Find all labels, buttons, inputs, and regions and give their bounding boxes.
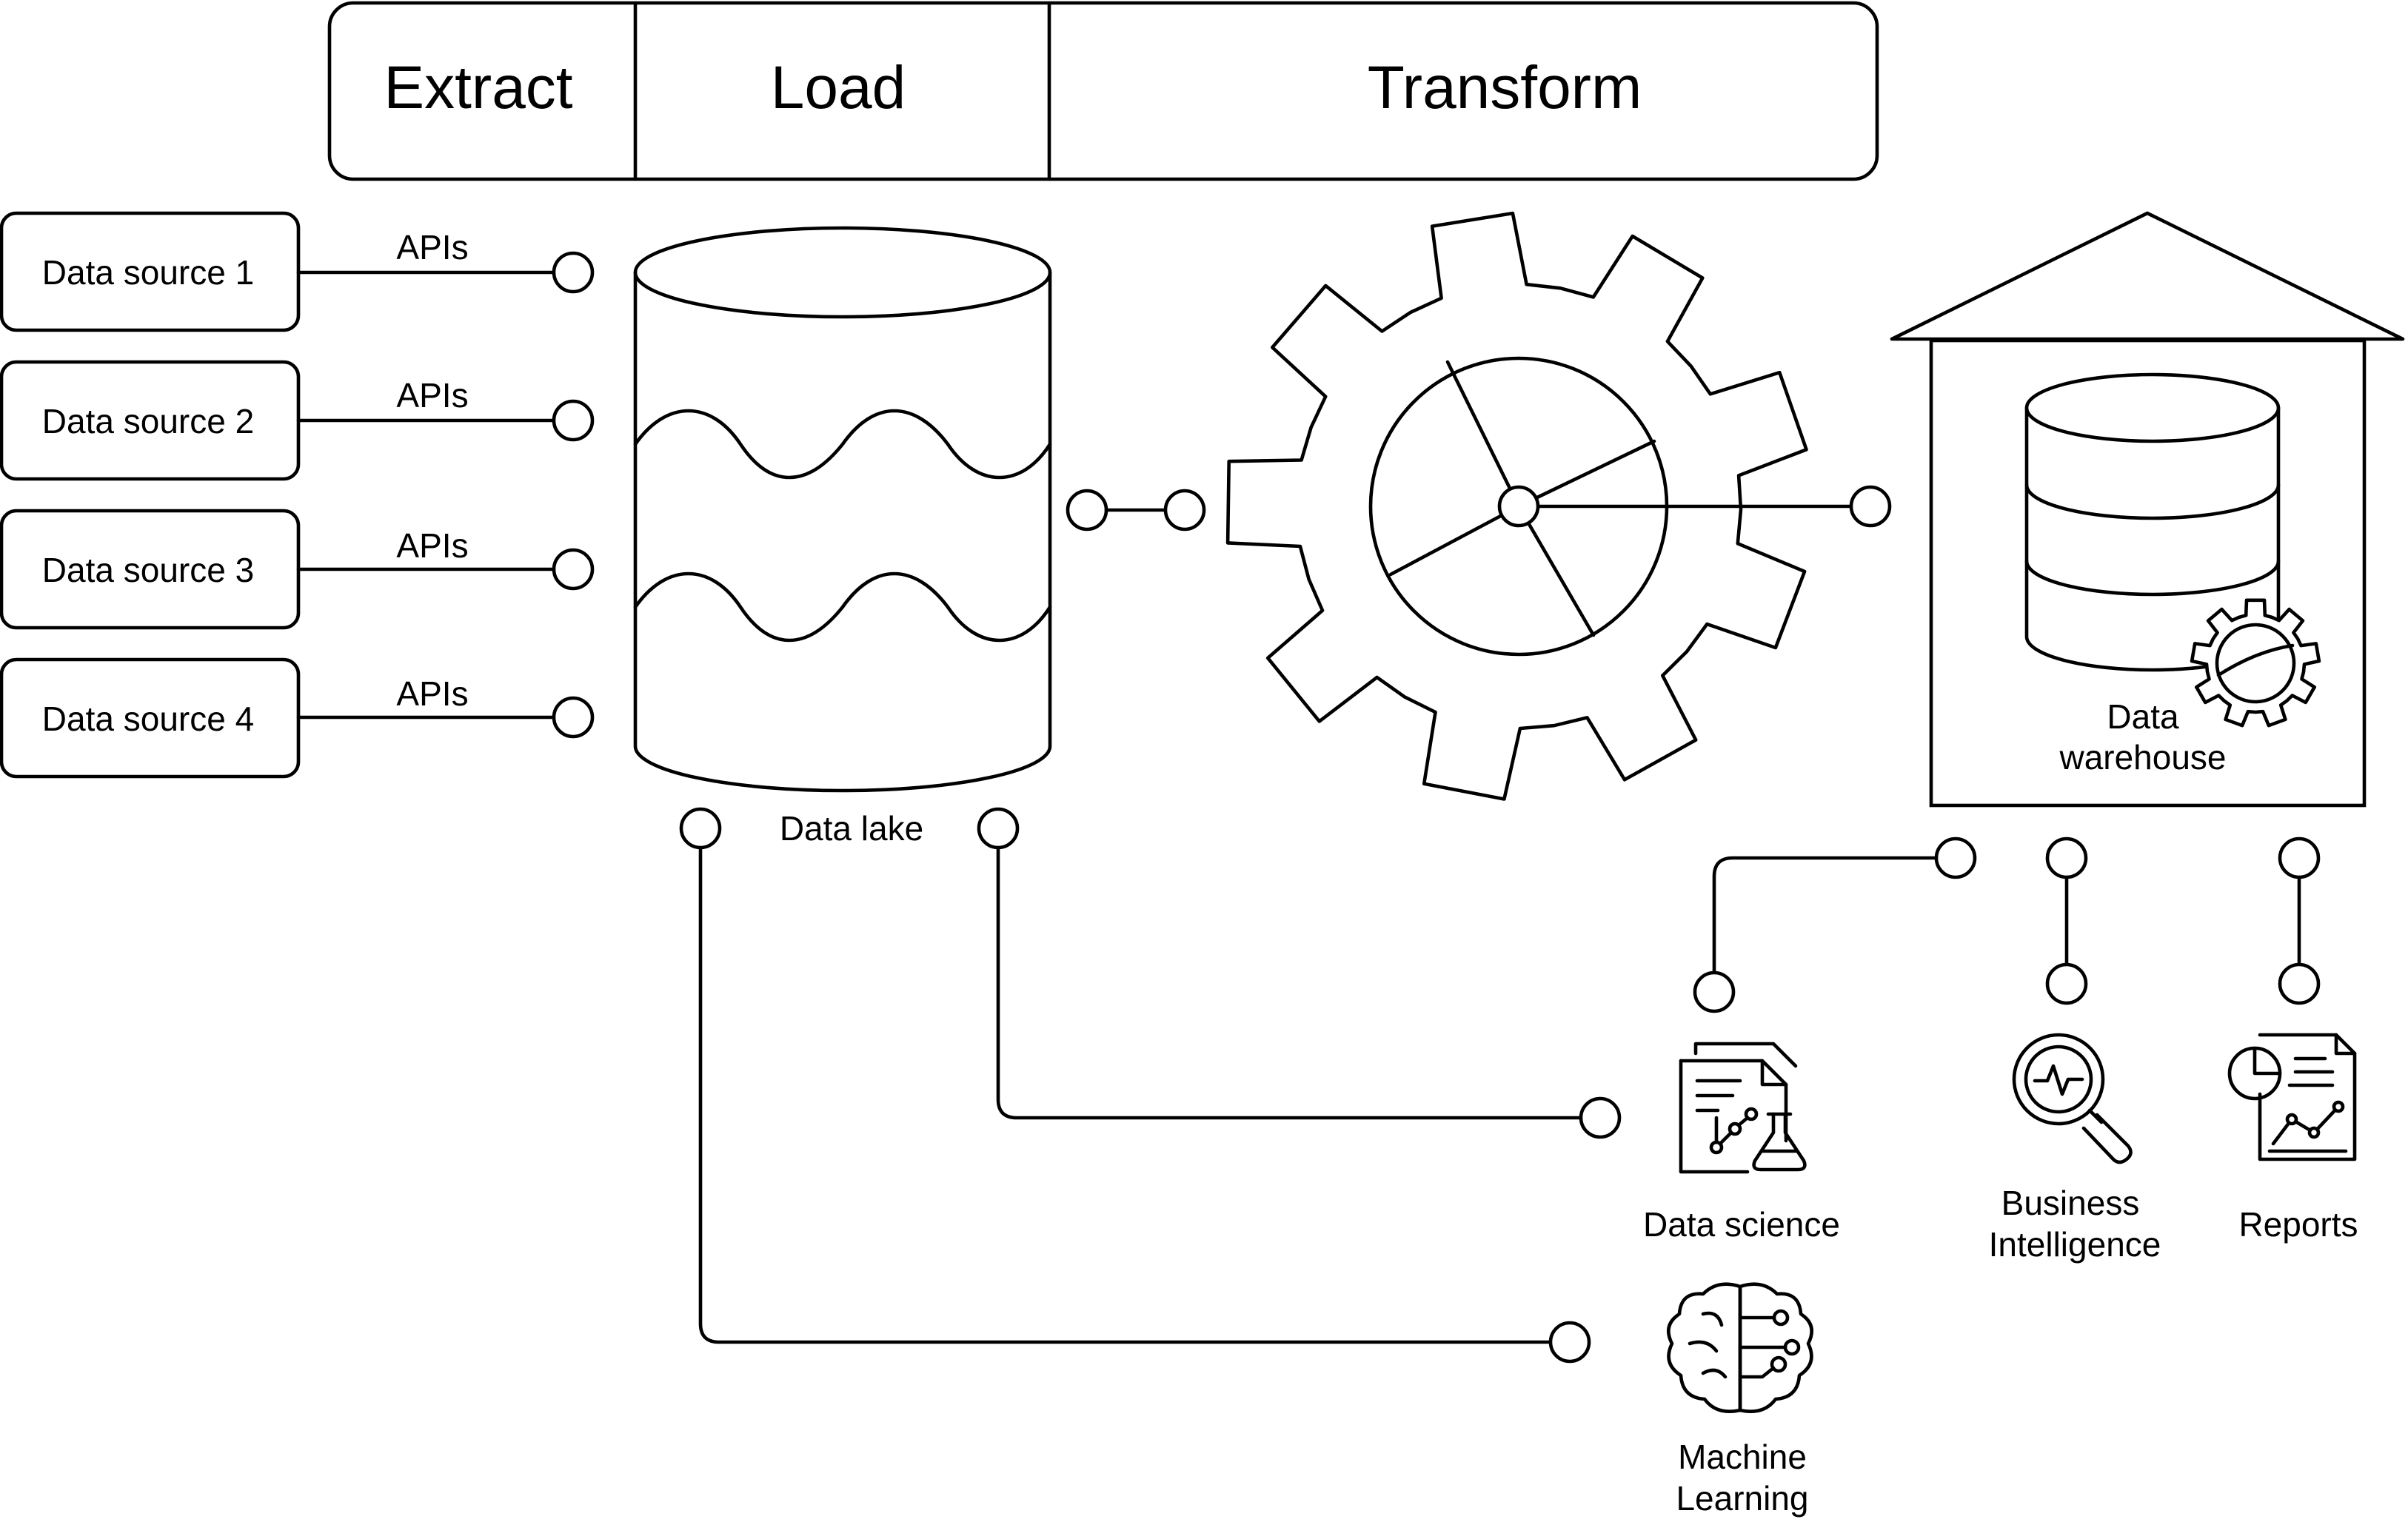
data-lake-wave-lower	[633, 571, 1052, 643]
reports-label: Reports	[2238, 1205, 2358, 1244]
connector-node	[552, 548, 595, 591]
api-connector-label: APIs	[396, 526, 468, 565]
connector-node	[552, 399, 595, 442]
data-lake-ml-node	[679, 807, 722, 850]
magnifier-pulse-icon	[2012, 1033, 2133, 1164]
data-source-3: Data source 3 APIs	[0, 509, 595, 630]
transform-output-node	[1849, 485, 1892, 528]
data-lake-wave-upper	[633, 409, 1052, 480]
bi-label-line2: Intelligence	[1989, 1225, 2161, 1264]
ml-label-line1: Machine	[1678, 1438, 1807, 1476]
data-science-icon	[1679, 1042, 1807, 1174]
warehouse-to-data-science-connector	[1693, 836, 1977, 1013]
data-lake-cylinder	[633, 226, 1052, 793]
api-connector-label: APIs	[396, 674, 468, 713]
phase-transform-label: Transform	[1368, 54, 1642, 121]
data-science-label: Data science	[1643, 1205, 1840, 1244]
data-source-label: Data source 4	[42, 700, 254, 738]
api-connector-label: APIs	[396, 228, 468, 266]
phase-load-label: Load	[771, 54, 906, 121]
data-source-4: Data source 4 APIs	[0, 657, 595, 779]
transform-gear-icon	[1225, 211, 1892, 801]
data-source-label: Data source 3	[42, 551, 254, 589]
brain-circuit-icon	[1667, 1282, 1813, 1413]
lake-to-data-science-connector	[996, 845, 1622, 1139]
phase-extract-label: Extract	[384, 54, 572, 121]
api-connector-label: APIs	[396, 376, 468, 415]
warehouse-to-bi-connector	[2045, 836, 2088, 1005]
connector-node	[552, 696, 595, 739]
warehouse-label-line1: Data	[2107, 697, 2179, 736]
data-lake-ds-node	[977, 807, 1020, 850]
warehouse-to-reports-connector	[2278, 836, 2321, 1005]
data-warehouse: Data warehouse	[1890, 211, 2405, 808]
warehouse-gear-icon	[2190, 598, 2321, 728]
lake-to-transform-connector	[1066, 489, 1206, 532]
lake-to-ml-connector	[698, 845, 1591, 1364]
warehouse-label-line2: warehouse	[2058, 738, 2226, 777]
phase-header: Extract Load Transform	[327, 1, 1879, 181]
data-source-label: Data source 1	[42, 253, 254, 292]
report-chart-icon	[2227, 1033, 2357, 1161]
ml-label-line2: Learning	[1676, 1479, 1808, 1518]
data-source-1: Data source 1 APIs	[0, 211, 595, 332]
bi-label-line1: Business	[2001, 1184, 2140, 1222]
data-source-2: Data source 2 APIs	[0, 360, 595, 481]
data-lake-label: Data lake	[780, 809, 923, 848]
connector-node	[552, 251, 595, 294]
data-source-label: Data source 2	[42, 402, 254, 440]
